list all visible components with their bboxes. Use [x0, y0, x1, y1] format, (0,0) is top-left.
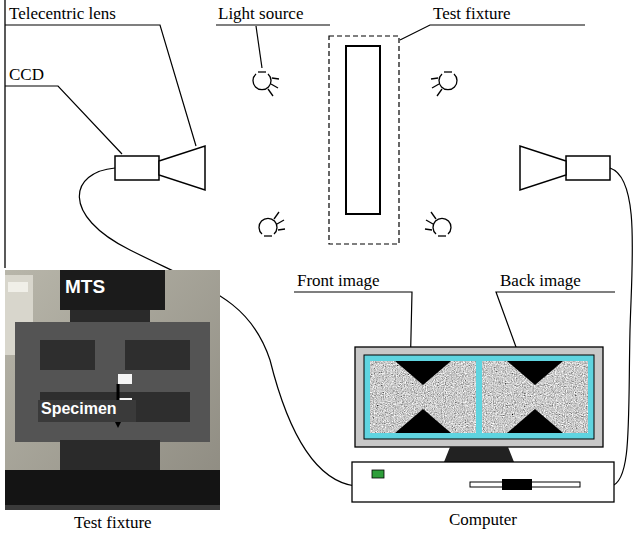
part-label: Back image [500, 271, 581, 291]
part-label: Test fixture [433, 4, 511, 24]
cable [610, 168, 632, 486]
part-label: Telecentric lens [9, 4, 116, 24]
ccd-camera [520, 146, 610, 190]
specimen-outline [346, 46, 380, 214]
frame-line [4, 0, 5, 268]
computer-illustration [352, 347, 614, 502]
ccd-camera [115, 146, 205, 190]
part-label: Light source [218, 4, 303, 24]
part-label: CCD [9, 65, 44, 85]
computer-node: Computer [350, 345, 615, 540]
node-caption: Test fixture [74, 513, 152, 533]
fixture-photo [5, 270, 220, 510]
fixture-outline [329, 36, 399, 244]
photo-panel: MTS SpecimenTest fixture [5, 270, 220, 540]
machine-label: MTS [65, 276, 105, 298]
light-source-symbol [253, 72, 457, 236]
part-label: Front image [297, 271, 380, 291]
part-label: Specimen [41, 400, 117, 418]
node-caption: Computer [449, 510, 517, 530]
